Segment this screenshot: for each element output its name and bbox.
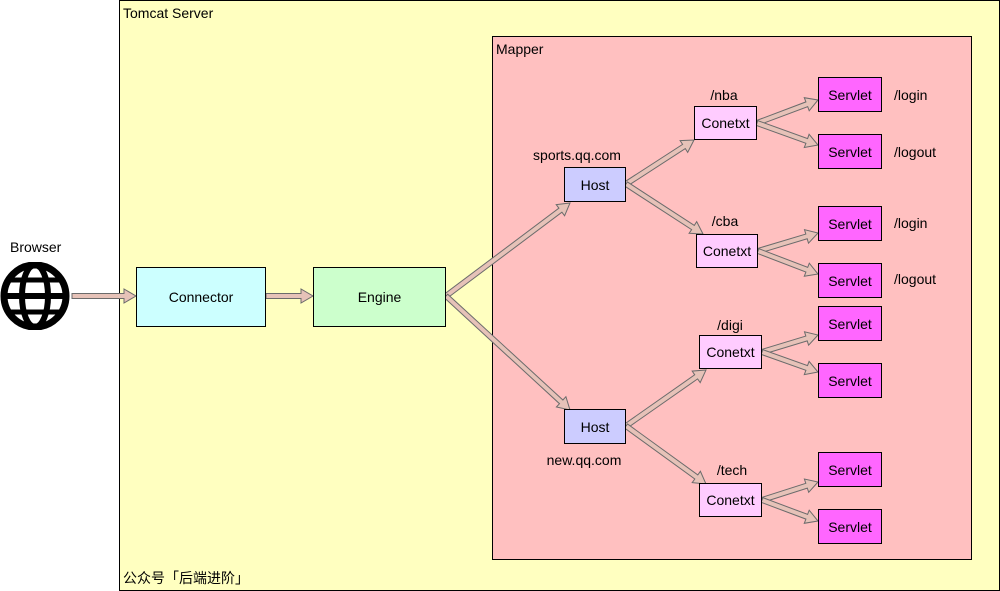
connection-arrow: [760, 497, 819, 524]
context-path: /cba: [711, 213, 739, 229]
servlet-path: /logout: [894, 271, 937, 287]
connection-arrow: [265, 288, 314, 304]
servlet-path: /login: [894, 87, 928, 103]
servlet-box: Servlet: [818, 134, 882, 169]
context-box: Conetxt: [699, 483, 762, 517]
tomcat-server-title: Tomcat Server: [123, 5, 214, 21]
servlet-path: /logout: [894, 144, 937, 160]
context-path: /nba: [710, 87, 738, 103]
connection-arrow: [623, 139, 695, 187]
browser-label: Browser: [10, 239, 62, 255]
globe-icon: [0, 262, 70, 330]
servlet-box: Servlet: [818, 363, 882, 398]
connection-arrow: [623, 369, 707, 429]
connection-arrow: [623, 181, 704, 235]
host-domain: sports.qq.com: [533, 147, 621, 163]
host-box: Host: [564, 409, 626, 444]
servlet-box: Servlet: [818, 509, 882, 544]
mapper-title: Mapper: [496, 41, 544, 57]
servlet-box: Servlet: [818, 263, 882, 298]
connection-arrow: [443, 202, 571, 299]
connection-arrow: [623, 423, 707, 485]
servlet-box: Servlet: [818, 452, 882, 487]
connection-arrow: [756, 248, 819, 277]
context-box: Conetxt: [696, 234, 758, 268]
context-box: Conetxt: [694, 106, 757, 140]
host-box: Host: [564, 167, 626, 202]
connection-arrow: [756, 229, 819, 255]
connection-arrow: [443, 293, 571, 411]
connection-arrow: [760, 331, 819, 356]
connection-arrow: [71, 288, 137, 304]
context-box: Conetxt: [699, 335, 762, 369]
connector-box: Connector: [136, 267, 266, 327]
context-path: /tech: [716, 462, 748, 478]
connection-arrow: [755, 97, 819, 126]
host-domain: new.qq.com: [546, 452, 622, 468]
servlet-box: Servlet: [818, 77, 882, 112]
connection-arrow: [755, 119, 819, 149]
connection-arrow: [760, 478, 819, 504]
engine-box: Engine: [313, 267, 446, 327]
servlet-box: Servlet: [818, 206, 882, 241]
servlet-path: /login: [894, 215, 928, 231]
context-path: /digi: [717, 317, 743, 333]
footer-note: 公众号「后端进阶」: [123, 570, 249, 586]
connection-arrow: [760, 348, 819, 376]
servlet-box: Servlet: [818, 306, 882, 341]
